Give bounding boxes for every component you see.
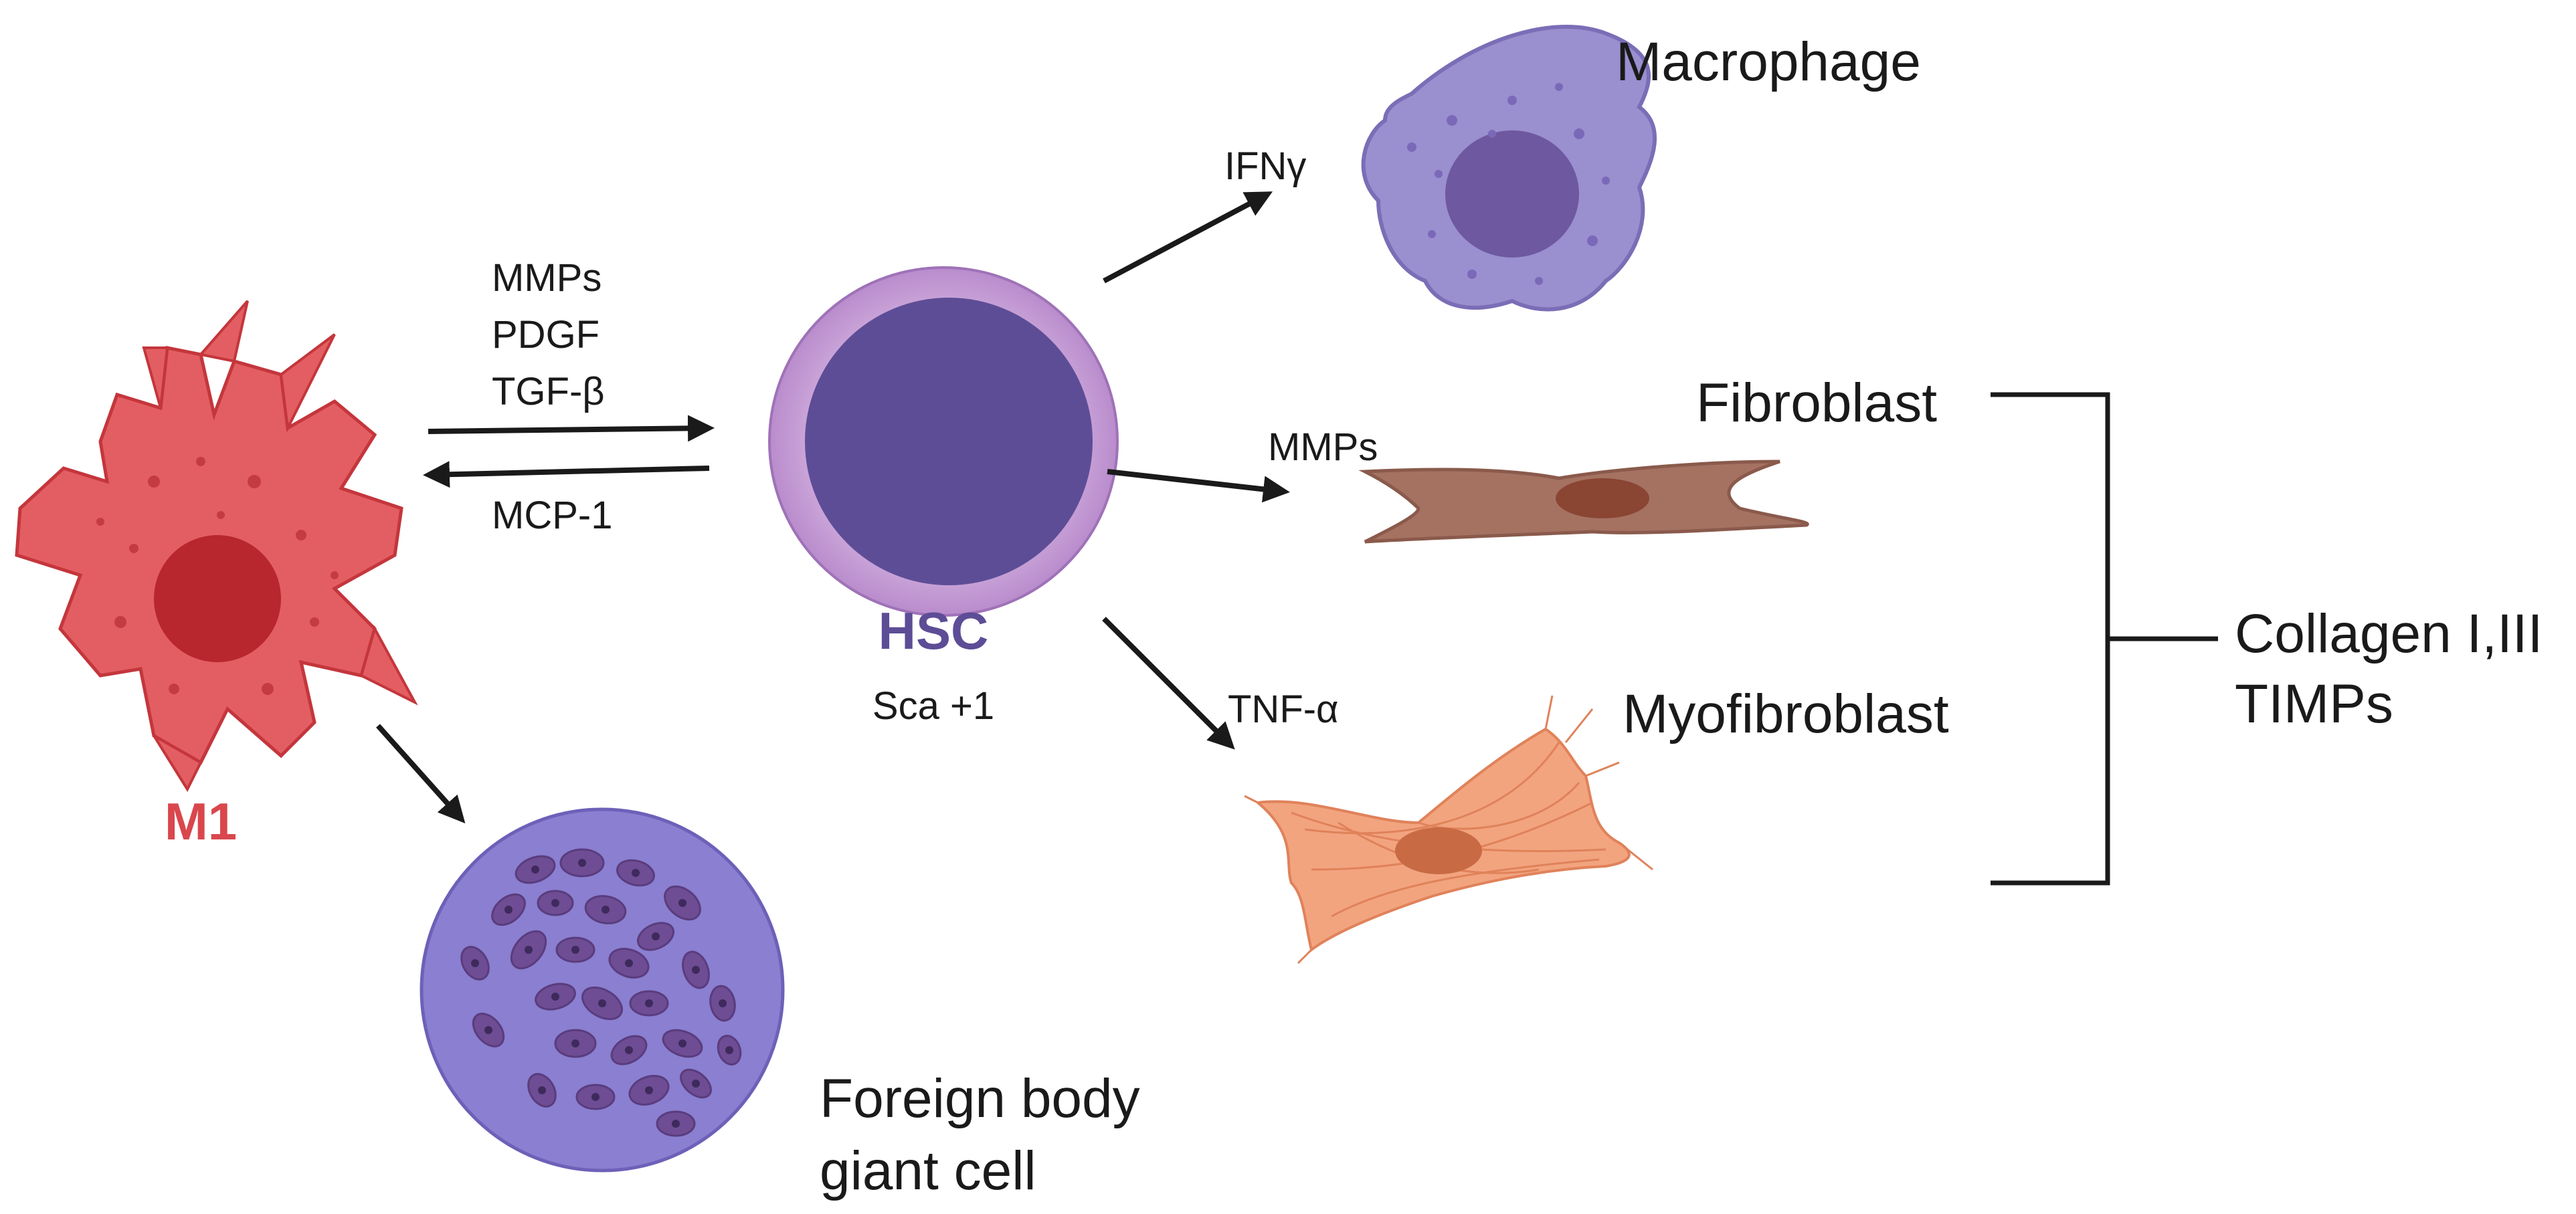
myofibroblast-label: Myofibroblast: [1623, 684, 1949, 744]
m1-label: M1: [165, 792, 237, 851]
arrow-hsc-to-myofibroblast: [1102, 617, 1235, 750]
fibroblast-nucleus: [1556, 478, 1649, 518]
signal-mcp1: MCP-1: [492, 494, 612, 537]
output-timps: TIMPs: [2235, 674, 2393, 734]
arrow-hsc-to-macrophage: [1103, 191, 1273, 284]
signal-ifn-gamma: IFNγ: [1224, 144, 1306, 188]
signal-tgf-beta: TGF-β: [492, 370, 605, 413]
m1-cell: [15, 300, 418, 793]
signal-mmps: MMPs: [492, 256, 602, 300]
m1-nucleus: [154, 535, 281, 662]
foreign-body-giant-cell: [420, 807, 785, 1173]
hsc-label: HSC: [879, 601, 989, 660]
output-bracket: [1991, 392, 2110, 886]
macrophage-label: Macrophage: [1616, 31, 1921, 92]
hsc-marker-label: Sca +1: [872, 684, 994, 728]
giant-cell-label-line2: giant cell: [820, 1140, 1036, 1201]
fibroblast-label: Fibroblast: [1696, 373, 1937, 433]
hsc-cell: [768, 266, 1119, 617]
arrow-hsc-to-fibroblast: [1107, 469, 1290, 503]
myofibroblast-nucleus: [1395, 827, 1482, 874]
signal-mmps-fibroblast: MMPs: [1268, 425, 1378, 469]
macrophage-cell: [1361, 25, 1657, 312]
giant-cell-label-line1: Foreign body: [820, 1068, 1140, 1129]
output-collagen: Collagen I,III: [2235, 603, 2543, 664]
arrow-hsc-to-m1: [423, 461, 710, 488]
fibroblast-cell: [1358, 460, 1809, 544]
giant-cell-nuclei: [460, 848, 742, 1137]
hsc-nucleus: [805, 298, 1093, 585]
macrophage-nucleus: [1445, 130, 1579, 258]
arrow-m1-to-giant-cell: [376, 724, 466, 823]
myofibroblast-cell: [1244, 695, 1653, 965]
signal-pdgf: PDGF: [492, 313, 600, 357]
arrow-m1-to-hsc: [428, 415, 715, 442]
signal-tnf-alpha: TNF-α: [1228, 688, 1339, 731]
